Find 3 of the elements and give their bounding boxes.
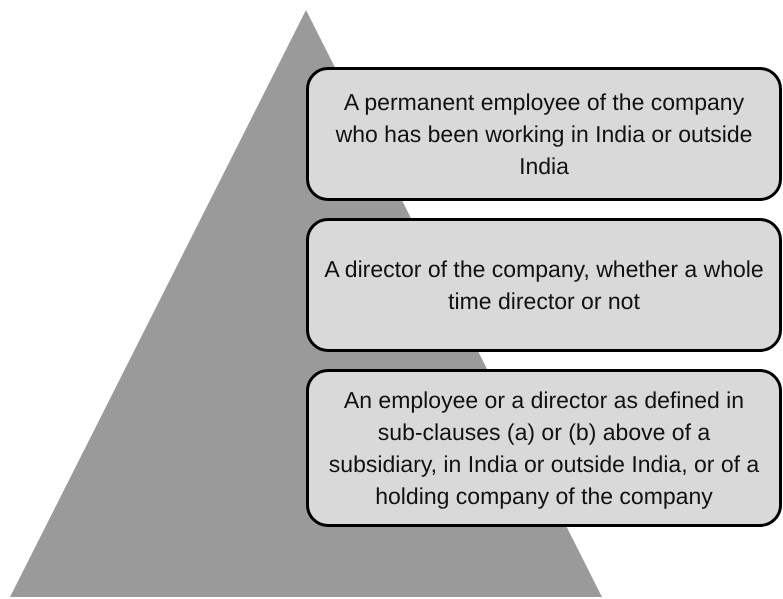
text-box: An employee or a director as defined in sub-clauses (a) or (b) above of a subsidiary, in India or outside India, or of a holding company of the company <box>306 369 782 527</box>
text-box: A director of the company, whether a whole time director or not <box>306 218 782 352</box>
text-box: A permanent employee of the company who has been working in India or outside India <box>306 67 782 201</box>
